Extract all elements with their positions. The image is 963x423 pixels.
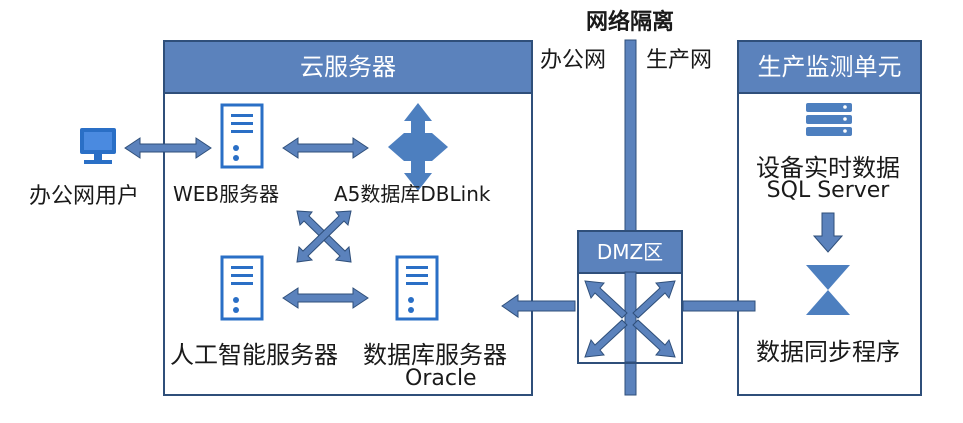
device-data-label: 设备实时数据 [756, 154, 900, 182]
sync-program-label: 数据同步程序 [756, 338, 900, 366]
production-network-label: 生产网 [646, 48, 713, 73]
server-icon-db [395, 255, 439, 321]
office-user-label: 办公网用户 [29, 184, 140, 209]
dmz-to-db-arrow [501, 294, 576, 318]
a5-db-label: A5数据库DBLink [334, 182, 491, 206]
ai-server-label: 人工智能服务器 [170, 341, 338, 369]
cloud-server-title: 云服务器 [165, 42, 531, 94]
server-icon-ai [220, 255, 264, 321]
sync-icon [806, 265, 850, 315]
sync-to-dmz-arrow [682, 300, 756, 312]
ai-db-arrow [282, 287, 369, 309]
device-data-sub-label: SQL Server [766, 178, 890, 203]
isolation-pipe [624, 39, 637, 396]
network-isolation-title: 网络隔离 [585, 10, 675, 35]
office-network-label: 办公网 [540, 48, 607, 73]
server-icon-web [220, 103, 264, 169]
device-to-sync-arrow [812, 212, 844, 253]
dblink-icon [388, 103, 448, 191]
cross-arrows [296, 210, 352, 263]
dmz-cross-arrows [584, 280, 676, 358]
production-monitoring-title: 生产监测单元 [739, 42, 920, 94]
computer-icon [80, 128, 116, 164]
cloud-server-panel: 云服务器 [163, 40, 533, 396]
web-a5-arrow [282, 137, 369, 159]
user-web-arrow [124, 137, 212, 159]
db-server-sub-label: Oracle [405, 366, 477, 391]
web-server-label: WEB服务器 [173, 182, 280, 206]
rack-server-icon [806, 103, 852, 136]
dmz-title: DMZ区 [579, 232, 681, 274]
db-server-label: 数据库服务器 [363, 341, 507, 369]
